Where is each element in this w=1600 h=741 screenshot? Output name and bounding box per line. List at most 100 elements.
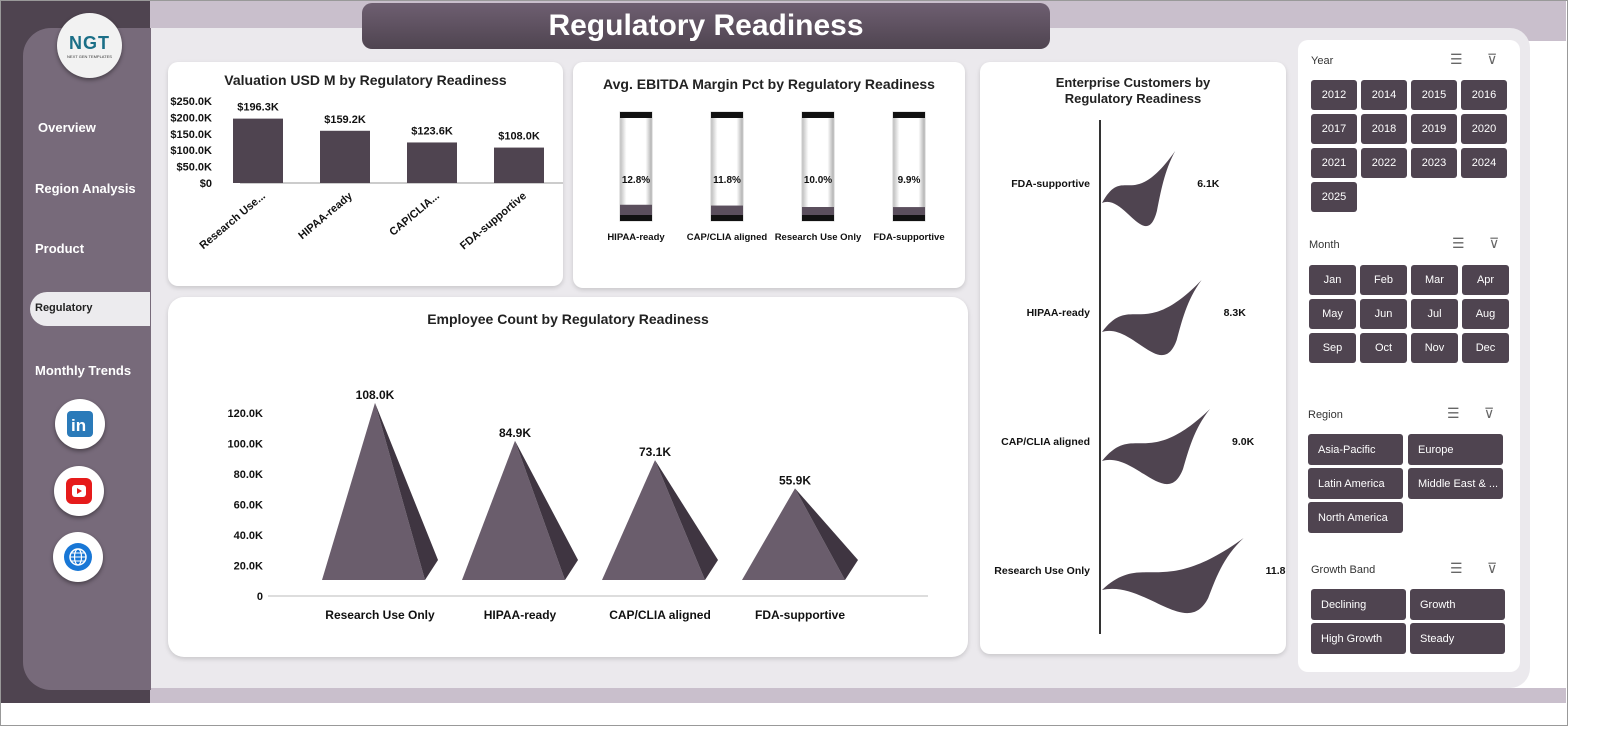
data-label: 9.0K — [1232, 436, 1255, 448]
nav-regulatory[interactable]: Regulatory — [30, 292, 150, 326]
logo-text: NGT — [69, 32, 110, 53]
year-slicer-item[interactable]: 2025 — [1311, 182, 1357, 212]
month-slicer-item[interactable]: Apr — [1462, 265, 1509, 295]
y-tick-label: $200.0K — [170, 112, 212, 124]
year-slicer-item[interactable]: 2016 — [1461, 80, 1507, 110]
y-tick-label: Research Use Only — [994, 565, 1090, 577]
region-slicer-item[interactable]: Middle East & ... — [1408, 468, 1503, 499]
cylinder-base — [893, 215, 925, 221]
region-slicer-item[interactable]: Latin America — [1308, 468, 1403, 499]
x-tick-label: CAP/CLIA aligned — [687, 232, 768, 243]
year-slicer-item[interactable]: 2014 — [1361, 80, 1407, 110]
bar — [494, 147, 544, 183]
growth-slicer-item[interactable]: Growth — [1410, 589, 1505, 620]
data-label: 84.9K — [499, 426, 531, 440]
flag-bar — [1102, 409, 1210, 485]
cylinder — [619, 111, 653, 222]
nav-product[interactable]: Product — [35, 241, 85, 256]
y-tick-label: $0 — [200, 178, 212, 190]
x-tick-label: Research Use Only — [775, 232, 862, 243]
x-tick-label: HIPAA-ready — [296, 190, 355, 242]
month-slicer-item[interactable]: Oct — [1360, 333, 1407, 363]
data-label: 8.3K — [1224, 307, 1247, 319]
cylinder-cap — [893, 112, 925, 118]
page-title: Regulatory Readiness — [362, 3, 1050, 49]
pyramid-side — [795, 488, 858, 580]
youtube-button[interactable] — [54, 466, 104, 516]
year-slicer-item[interactable]: 2019 — [1411, 114, 1457, 144]
year-slicer-item[interactable]: 2020 — [1461, 114, 1507, 144]
clear-filter-icon[interactable]: ⊽ — [1484, 405, 1495, 421]
chart-title: Avg. EBITDA Margin Pct by Regulatory Rea… — [603, 76, 935, 92]
data-label: 12.8% — [622, 175, 650, 186]
globe-icon — [64, 543, 92, 571]
month-slicer-item[interactable]: Mar — [1411, 265, 1458, 295]
year-slicer-item[interactable]: 2023 — [1411, 148, 1457, 178]
month-slicer-item[interactable]: Jun — [1360, 299, 1407, 329]
data-label: 11.8% — [713, 175, 741, 186]
employee-chart-card: Employee Count by Regulatory Readiness 0… — [168, 297, 968, 657]
data-label: 11.8K — [1266, 565, 1286, 577]
month-slicer-item[interactable]: Aug — [1462, 299, 1509, 329]
growth-slicer-item[interactable]: Declining — [1311, 589, 1406, 620]
nav-monthly-trends[interactable]: Monthly Trends — [35, 363, 132, 378]
chart-title: Employee Count by Regulatory Readiness — [427, 311, 709, 327]
cylinder-fill — [893, 207, 925, 215]
pyramid-front — [462, 440, 565, 580]
x-tick-label: HIPAA-ready — [484, 608, 557, 622]
region-slicer-item[interactable]: North America — [1308, 502, 1403, 533]
year-slicer-item[interactable]: 2021 — [1311, 148, 1357, 178]
x-tick-label: CAP/CLIA... — [387, 190, 442, 238]
growth-slicer-item[interactable]: High Growth — [1311, 623, 1406, 654]
clear-filter-icon[interactable]: ⊽ — [1487, 560, 1498, 576]
ebitda-chart-card: Avg. EBITDA Margin Pct by Regulatory Rea… — [573, 62, 965, 288]
region-slicer-item[interactable]: Asia-Pacific — [1308, 434, 1403, 465]
pyramid-front — [602, 460, 705, 580]
bar — [320, 130, 370, 183]
website-button[interactable] — [53, 532, 103, 582]
year-slicer-item[interactable]: 2012 — [1311, 80, 1357, 110]
cylinder-base — [620, 215, 652, 221]
youtube-icon — [66, 478, 92, 504]
month-slicer-item[interactable]: Jul — [1411, 299, 1458, 329]
year-slicer-item[interactable]: 2022 — [1361, 148, 1407, 178]
region-slicer-item[interactable]: Europe — [1408, 434, 1503, 465]
data-label: 55.9K — [779, 473, 811, 487]
nav-region-analysis[interactable]: Region Analysis — [35, 181, 136, 196]
clear-filter-icon[interactable]: ⊽ — [1489, 235, 1500, 251]
year-slicer-item[interactable]: 2024 — [1461, 148, 1507, 178]
cylinder-base — [802, 215, 834, 221]
month-slicer-item[interactable]: Sep — [1309, 333, 1356, 363]
clear-filter-icon[interactable]: ⊽ — [1487, 51, 1498, 67]
y-tick-label: CAP/CLIA aligned — [1001, 436, 1090, 448]
year-slicer-item[interactable]: 2015 — [1411, 80, 1457, 110]
year-slicer-item[interactable]: 2018 — [1361, 114, 1407, 144]
nav-overview[interactable]: Overview — [38, 120, 96, 135]
x-tick-label: FDA-supportive — [458, 190, 529, 252]
month-slicer-item[interactable]: Dec — [1462, 333, 1509, 363]
year-slicer-item[interactable]: 2017 — [1311, 114, 1357, 144]
cylinder-cap — [620, 112, 652, 118]
x-tick-label: FDA-supportive — [873, 232, 944, 243]
multi-select-icon[interactable]: ☰ — [1450, 560, 1463, 576]
cylinder-fill — [802, 207, 834, 215]
bottom-band — [150, 688, 1566, 703]
y-tick-label: 60.0K — [234, 500, 263, 512]
multi-select-icon[interactable]: ☰ — [1447, 405, 1460, 421]
cylinder — [710, 111, 744, 222]
growth-slicer-label: Growth Band — [1311, 564, 1376, 576]
data-label: 6.1K — [1197, 178, 1220, 190]
month-slicer-item[interactable]: Nov — [1411, 333, 1458, 363]
linkedin-button[interactable]: in — [55, 399, 105, 449]
month-slicer-item[interactable]: Feb — [1360, 265, 1407, 295]
month-slicer-item[interactable]: Jan — [1309, 265, 1356, 295]
multi-select-icon[interactable]: ☰ — [1452, 235, 1465, 251]
y-tick-label: 120.0K — [228, 408, 264, 420]
month-slicer-item[interactable]: May — [1309, 299, 1356, 329]
multi-select-icon[interactable]: ☰ — [1450, 51, 1463, 67]
y-tick-label: 20.0K — [234, 561, 263, 573]
growth-slicer-item[interactable]: Steady — [1410, 623, 1505, 654]
